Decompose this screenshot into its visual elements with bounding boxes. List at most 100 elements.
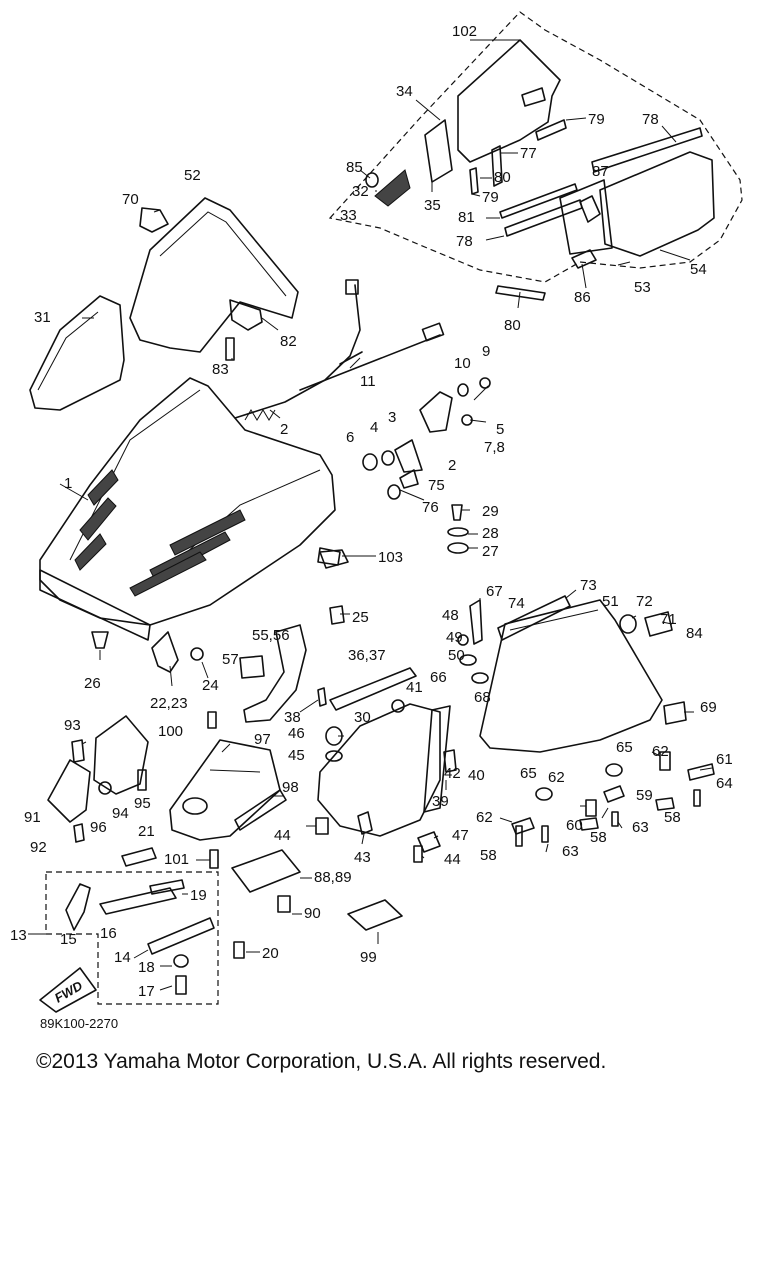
callout-96: 96 (90, 819, 107, 836)
callout-87: 87 (592, 163, 609, 180)
callout-20: 20 (262, 945, 279, 962)
callout-83: 83 (212, 361, 229, 378)
callout-36-37: 36,37 (348, 647, 386, 664)
callout-14: 14 (114, 949, 131, 966)
callout-6: 6 (346, 429, 354, 446)
callout-54: 54 (690, 261, 707, 278)
callout-18: 18 (138, 959, 155, 976)
callout-95: 95 (134, 795, 151, 812)
callout-73: 73 (580, 577, 597, 594)
callout-50: 50 (448, 647, 465, 664)
callout-82: 82 (280, 333, 297, 350)
panel-52-drawing (129, 197, 299, 361)
callout-42: 42 (444, 765, 461, 782)
side-panel-51-drawing (479, 599, 687, 753)
callout-48: 48 (442, 607, 459, 624)
callout-86: 86 (574, 289, 591, 306)
hinge-drawing (91, 605, 345, 673)
small-parts-drawing (315, 751, 715, 863)
callout-22-23: 22,23 (150, 695, 188, 712)
callout-66: 66 (430, 669, 447, 686)
windshield-drawing (328, 11, 743, 301)
callout-24: 24 (202, 677, 219, 694)
callout-38: 38 (284, 709, 301, 726)
callout-40: 40 (468, 767, 485, 784)
latch-parts-drawing (319, 377, 491, 569)
callout-70: 70 (122, 191, 139, 208)
callout-103: 103 (378, 549, 403, 566)
callout-91: 91 (24, 809, 41, 826)
callout-88-89: 88,89 (314, 869, 352, 886)
callout-69: 69 (700, 699, 717, 716)
callout-65b: 65 (520, 765, 537, 782)
callout-19: 19 (190, 887, 207, 904)
callout-102: 102 (452, 23, 477, 40)
callout-52: 52 (184, 167, 201, 184)
callout-58c: 58 (480, 847, 497, 864)
callout-99: 99 (360, 949, 377, 966)
harness-drawing (234, 279, 445, 421)
callout-45: 45 (288, 747, 305, 764)
callout-11: 11 (360, 373, 376, 390)
callout-80: 80 (494, 169, 511, 186)
callout-61: 61 (716, 751, 733, 768)
callout-39: 39 (432, 793, 449, 810)
kit-13-drawing (28, 871, 245, 1013)
callout-93: 93 (64, 717, 81, 734)
callout-9: 9 (482, 343, 490, 360)
bracket-55-drawing (239, 624, 307, 723)
drawing-code: 89K100-2270 (40, 1016, 118, 1030)
callout-55-56: 55,56 (252, 627, 290, 644)
callout-75: 75 (428, 477, 445, 494)
callout-13: 13 (10, 927, 27, 944)
callout-1: 1 (64, 475, 72, 492)
callout-67: 67 (486, 583, 503, 600)
callout-16: 16 (100, 925, 117, 942)
callout-58b: 58 (664, 809, 681, 826)
copyright-notice: ©2013 Yamaha Motor Corporation, U.S.A. A… (36, 1050, 607, 1073)
callout-76: 76 (422, 499, 439, 516)
callout-3: 3 (388, 409, 396, 426)
callout-41: 41 (406, 679, 423, 696)
callout-80b: 80 (504, 317, 521, 334)
callout-28: 28 (482, 525, 499, 542)
callout-32: 32 (352, 183, 369, 200)
callout-81: 81 (458, 209, 475, 226)
panel-97-drawing (169, 711, 287, 869)
callout-59: 59 (636, 787, 653, 804)
callout-98: 98 (282, 779, 299, 796)
callout-90: 90 (304, 905, 321, 922)
callout-62b: 62 (548, 769, 565, 786)
callout-74: 74 (508, 595, 525, 612)
callout-57: 57 (222, 651, 239, 668)
callout-85: 85 (346, 159, 363, 176)
callout-63b: 63 (562, 843, 579, 860)
callout-49: 49 (446, 629, 463, 646)
callout-68: 68 (474, 689, 491, 706)
callout-65: 65 (616, 739, 633, 756)
fwd-arrow-label: FWD (52, 978, 86, 1006)
callout-4: 4 (370, 419, 378, 436)
callout-58: 58 (590, 829, 607, 846)
callout-78: 78 (642, 111, 659, 128)
callout-33: 33 (340, 207, 357, 224)
callout-44: 44 (274, 827, 291, 844)
callout-62c: 62 (476, 809, 493, 826)
callout-21: 21 (138, 823, 155, 840)
callout-44b: 44 (444, 851, 461, 868)
callout-46: 46 (288, 725, 305, 742)
callout-79: 79 (588, 111, 605, 128)
callout-26: 26 (84, 675, 101, 692)
cover-88-drawing (121, 847, 403, 931)
console-30-drawing (317, 703, 457, 837)
callout-2: 2 (280, 421, 288, 438)
callout-77: 77 (520, 145, 537, 162)
parts-diagram: FWD (10, 11, 743, 1030)
callout-84: 84 (686, 625, 703, 642)
callout-92: 92 (30, 839, 47, 856)
callout-5: 5 (496, 421, 504, 438)
callout-79b: 79 (482, 189, 499, 206)
side-cover-31-drawing (29, 295, 125, 411)
leader-lines (59, 39, 713, 991)
callout-17: 17 (138, 983, 155, 1000)
